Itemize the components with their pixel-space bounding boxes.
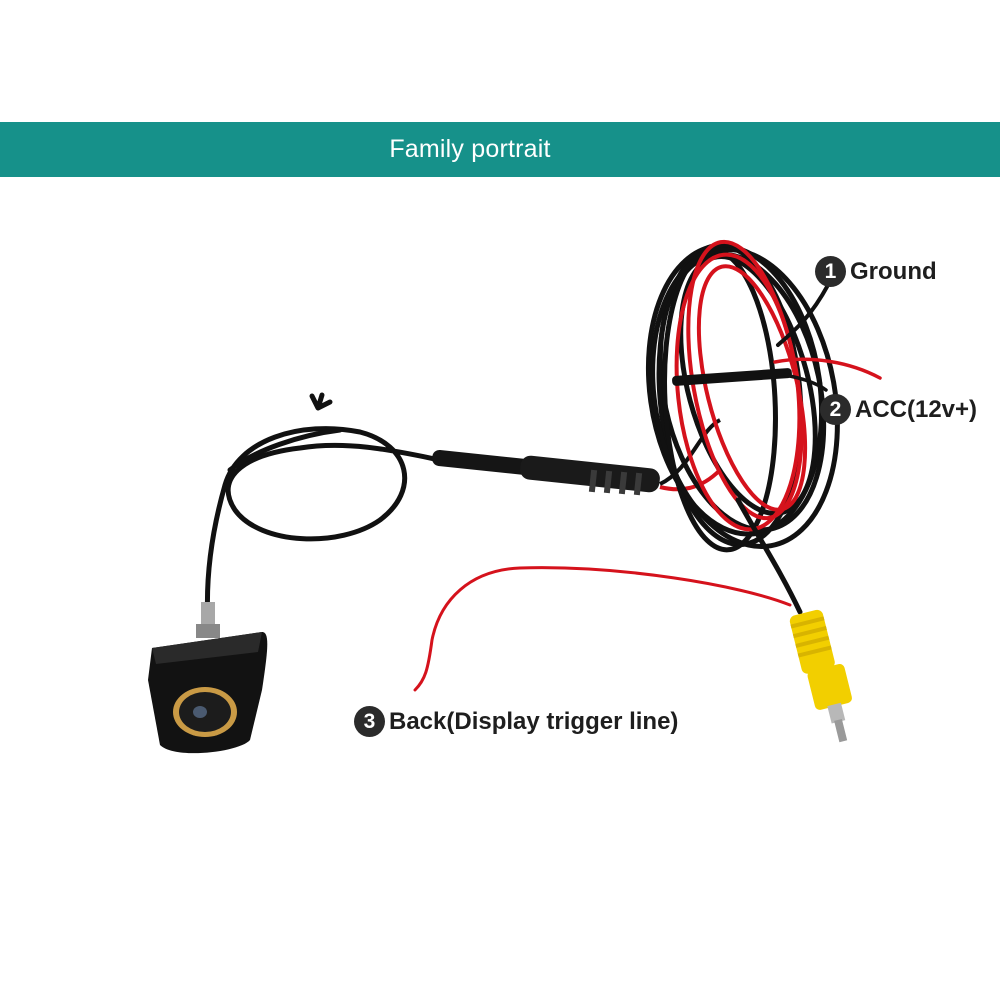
callout-ground: 1 Ground xyxy=(815,256,937,287)
header-banner: Family portrait xyxy=(0,122,1000,177)
callout-back: 3 Back(Display trigger line) xyxy=(354,706,678,737)
acc-wire xyxy=(773,357,882,380)
trigger-wire xyxy=(413,566,792,692)
callout-number-badge: 3 xyxy=(354,706,385,737)
callout-label: Ground xyxy=(850,257,937,285)
callout-number-badge: 2 xyxy=(820,394,851,425)
banner-title: Family portrait xyxy=(389,135,551,163)
callout-label: ACC(12v+) xyxy=(855,395,978,423)
camera-cable xyxy=(205,392,443,625)
coiled-extension-cable xyxy=(645,239,840,553)
camera-body xyxy=(148,602,268,754)
rca-video-plug xyxy=(789,609,852,743)
callout-label: Back(Display trigger line) xyxy=(389,707,679,735)
callout-number-badge: 1 xyxy=(815,256,846,287)
callout-acc: 2 ACC(12v+) xyxy=(820,394,977,425)
ground-wire xyxy=(776,283,830,347)
